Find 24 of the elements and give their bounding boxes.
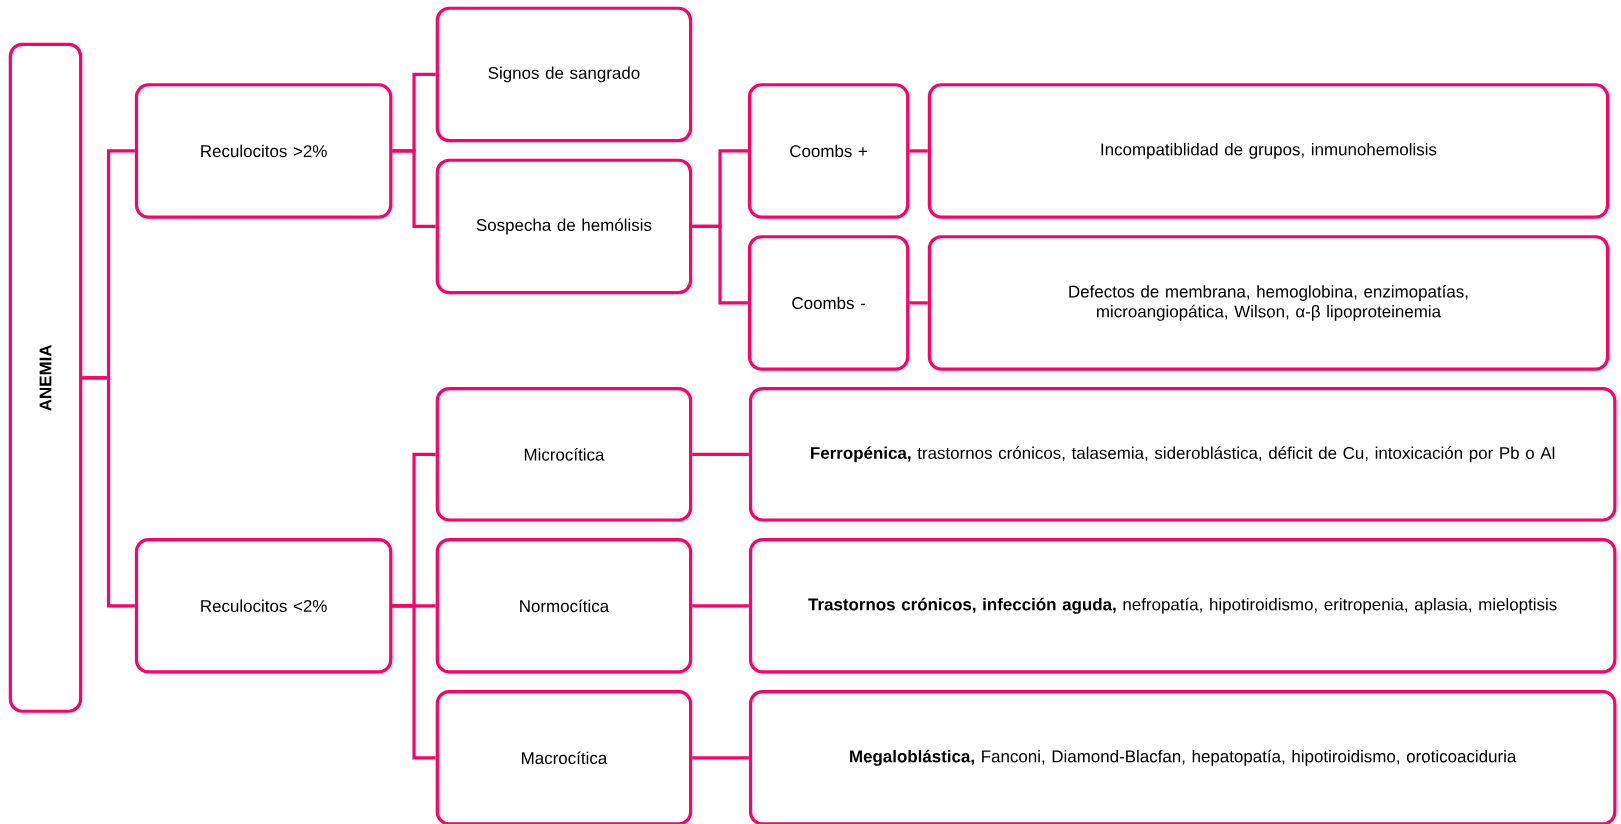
process-box: Microcítica bbox=[435, 387, 693, 522]
process-box: Reculocitos <2% bbox=[134, 538, 393, 674]
connector bbox=[392, 604, 436, 760]
process-box: Signos de sangrado bbox=[435, 6, 693, 143]
process-box: Coombs + bbox=[747, 83, 910, 219]
process-box: Coombs - bbox=[747, 235, 910, 371]
process-box: Incompatiblidad de grupos, inmunohemolisis bbox=[927, 83, 1610, 219]
title-box: ANEMIA bbox=[8, 42, 83, 713]
process-box: Macrocítica bbox=[435, 690, 693, 824]
connector bbox=[692, 224, 748, 305]
process-box: Reculocitos >2% bbox=[134, 83, 393, 219]
process-box: Sospecha de hemólisis bbox=[435, 158, 693, 295]
process-box: Megaloblástica, Fanconi, Diamond-Blacfan, hepatopatía, hipotiroidismo, oroticoaciduria bbox=[748, 690, 1617, 824]
connector bbox=[692, 604, 749, 608]
connector bbox=[392, 149, 436, 228]
process-box: Defectos de membrana, hemoglobina, enzimopatías, microangiopática, Wilson, α-β lipoproteinemia bbox=[927, 235, 1610, 371]
connector bbox=[82, 376, 135, 608]
connector bbox=[909, 301, 928, 305]
process-box: Trastornos crónicos, infección aguda, nefropatía, hipotiroidismo, eritropenia, aplasia, mieloptisis bbox=[748, 538, 1617, 674]
process-box: Normocítica bbox=[435, 538, 693, 674]
process-box: Ferropénica, trastornos crónicos, talasemia, sideroblástica, déficit de Cu, intoxicación por Pb o Al bbox=[748, 387, 1617, 522]
connector bbox=[909, 149, 928, 153]
connector bbox=[692, 452, 749, 456]
connector bbox=[692, 756, 749, 760]
